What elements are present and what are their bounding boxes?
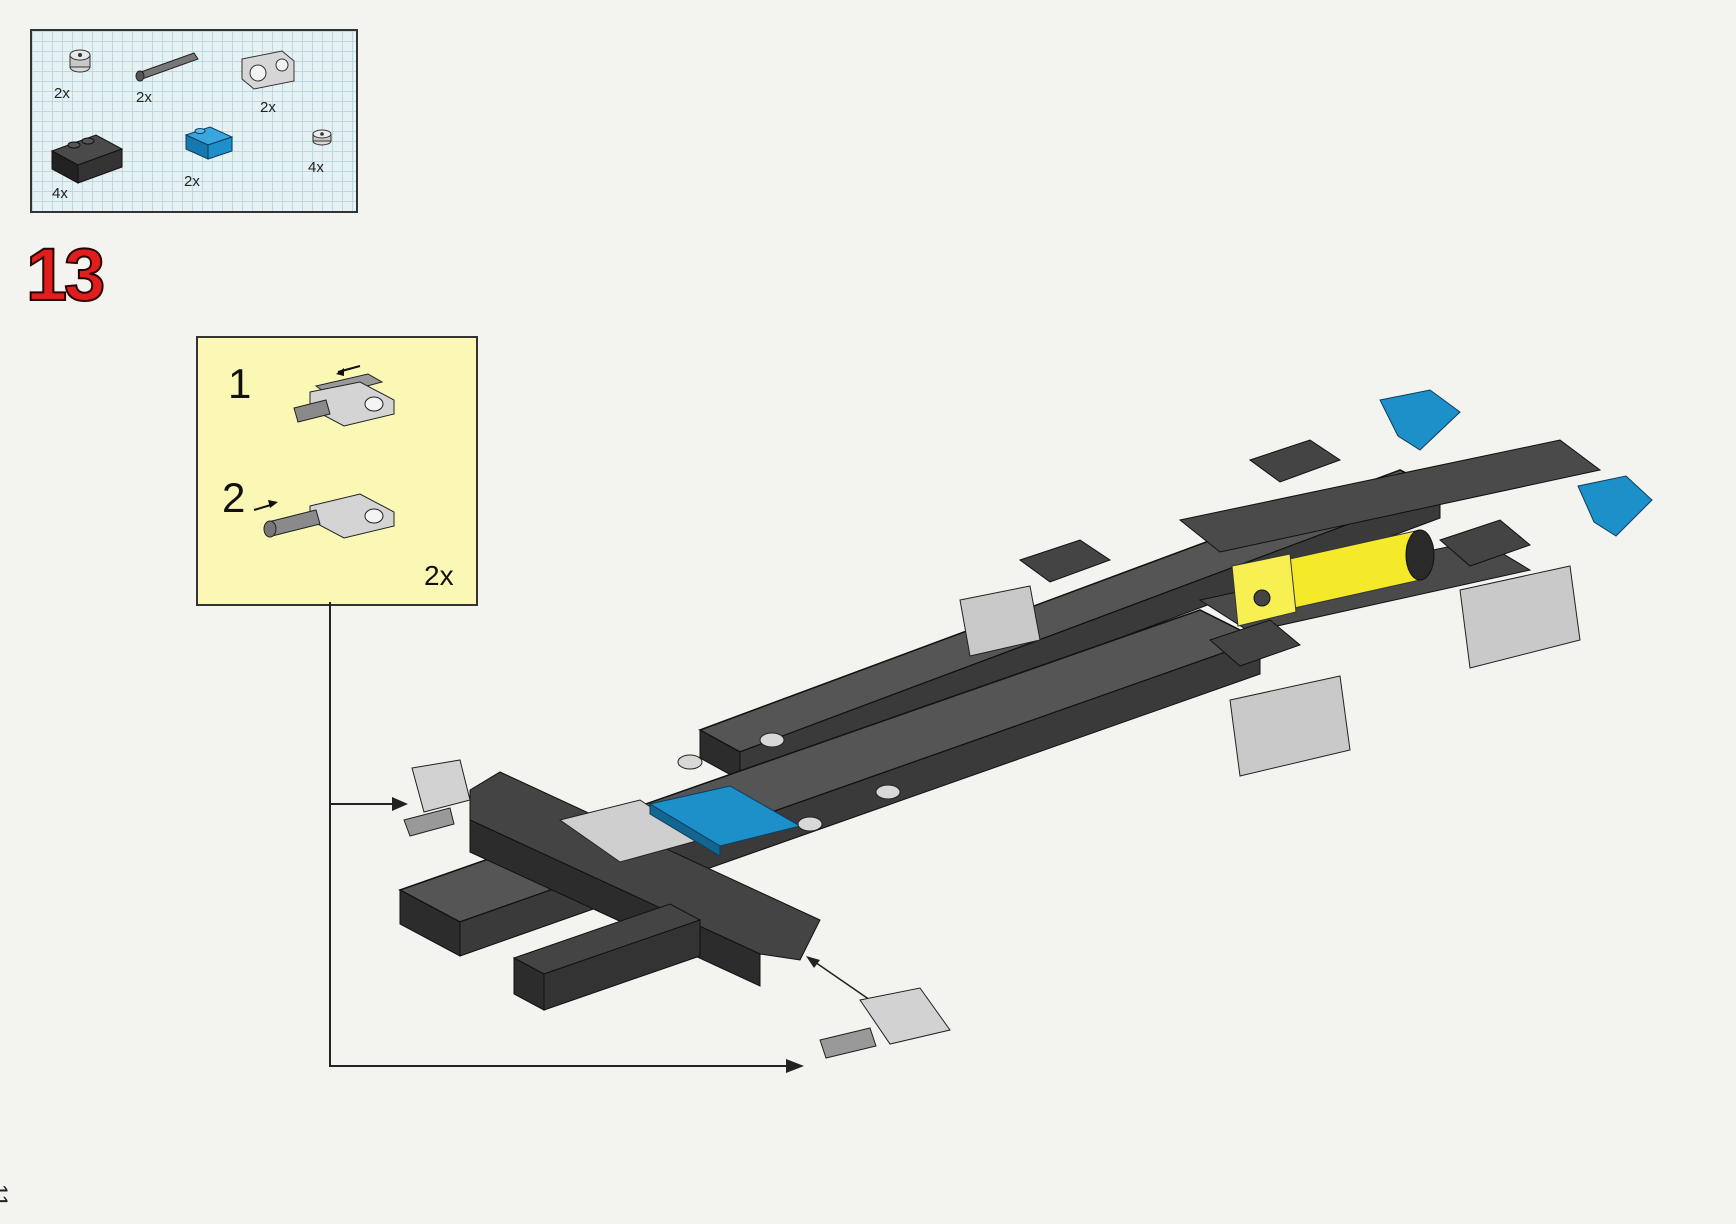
part-qty: 4x	[52, 185, 68, 202]
part-qty: 2x	[184, 173, 200, 190]
pin-connector-icon	[403, 759, 951, 1059]
sub-assembly-drawings	[253, 365, 395, 539]
arrow-head-icon	[806, 956, 820, 968]
part-qty: 2x	[54, 85, 70, 102]
half-bush-icon	[312, 129, 332, 146]
yellow-cylinder	[1231, 529, 1435, 627]
blue-slope-brick-icon	[184, 126, 234, 160]
chassis-rail-lower	[398, 609, 1262, 957]
pin-connector-icon	[253, 493, 395, 539]
sub-assembly-box: 1 2 2x	[196, 336, 478, 606]
arrow-head-icon	[392, 797, 408, 811]
black-slope-brick-icon	[50, 134, 124, 184]
parts-list-box: 2x 2x 2x 4x 2x 4x	[30, 29, 358, 213]
bush-icon	[69, 49, 91, 73]
arrow-head-icon	[786, 1059, 804, 1073]
sub-step-number: 1	[228, 360, 252, 407]
parts-drawings	[50, 49, 332, 184]
part-qty: 2x	[136, 89, 152, 106]
bush-icon	[677, 732, 901, 832]
page-number: 11	[0, 1184, 12, 1207]
blue-slope-brick-icon	[1379, 389, 1653, 537]
black-slope-brick-icon	[1018, 439, 1531, 667]
cross-block-icon	[241, 50, 295, 90]
axle-icon	[135, 52, 199, 82]
sub-assembly-qty: 2x	[424, 560, 454, 591]
part-qty: 4x	[308, 159, 324, 176]
step-number: 13	[25, 232, 106, 317]
front-lower-beam	[512, 903, 702, 1011]
blue-plate	[648, 785, 802, 857]
part-qty: 2x	[260, 99, 276, 116]
sub-step-number: 2	[222, 474, 246, 521]
callout-arrows	[329, 602, 800, 1067]
pin-connector-icon	[293, 365, 395, 427]
